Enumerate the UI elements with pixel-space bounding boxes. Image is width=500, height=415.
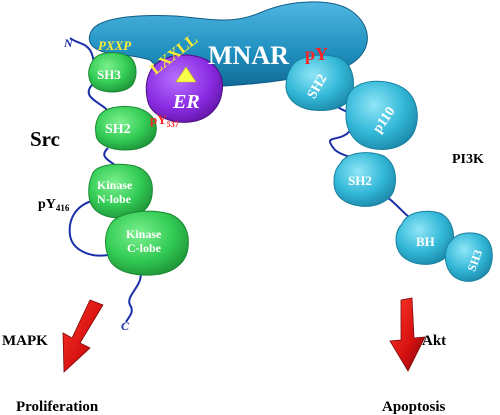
- pi3k-sh3-domain: [444, 232, 493, 282]
- pi3k-p110-domain: [345, 80, 418, 150]
- pi3k-sh2-domain-mid: [333, 152, 397, 207]
- src-sh3-domain: [88, 52, 137, 93]
- pi3k-label: PI3K: [452, 152, 484, 167]
- src-c-terminal-linker: [125, 269, 142, 323]
- er-ligand-triangle: [175, 66, 197, 83]
- mnar-label: MNAR: [208, 41, 289, 70]
- mapk-label: MAPK: [2, 333, 48, 349]
- c-terminus-label: C: [121, 319, 130, 333]
- src-sh3-label: SH3: [97, 67, 121, 82]
- src-kinase-c-lobe: [105, 210, 189, 276]
- apoptosis-label: Apoptosis: [382, 399, 446, 415]
- py537-label: pY537: [150, 112, 179, 129]
- src-sh2-label: SH2: [105, 122, 131, 137]
- kinase-c-lobe-label-line2: C-lobe: [127, 241, 162, 255]
- kinase-c-lobe-label-line1: Kinase: [126, 227, 162, 241]
- kinase-n-lobe-label-line2: N-lobe: [97, 192, 132, 206]
- src-kinase-loop: [68, 199, 109, 257]
- src-label: Src: [30, 127, 60, 151]
- mnar-py-label: pY: [305, 44, 328, 64]
- er-protein: [145, 54, 224, 123]
- pxxp-motif-label: PXXP: [98, 38, 132, 53]
- n-terminus-label: N: [63, 36, 74, 50]
- pi3k-sh2-domain-top: [285, 54, 354, 111]
- akt-arrow: [389, 297, 426, 372]
- proliferation-label: Proliferation: [16, 399, 99, 415]
- er-label: ER: [172, 91, 200, 113]
- pi3k-sh2-mid-label: SH2: [348, 173, 372, 188]
- src-sh2-domain: [95, 105, 157, 151]
- bh-label: BH: [416, 234, 435, 249]
- pi3k-bh-domain: [395, 210, 455, 265]
- py416-label: pY416: [38, 197, 70, 213]
- akt-label: Akt: [422, 333, 446, 349]
- mapk-arrow: [62, 299, 104, 373]
- kinase-n-lobe-label-line1: Kinase: [97, 178, 133, 192]
